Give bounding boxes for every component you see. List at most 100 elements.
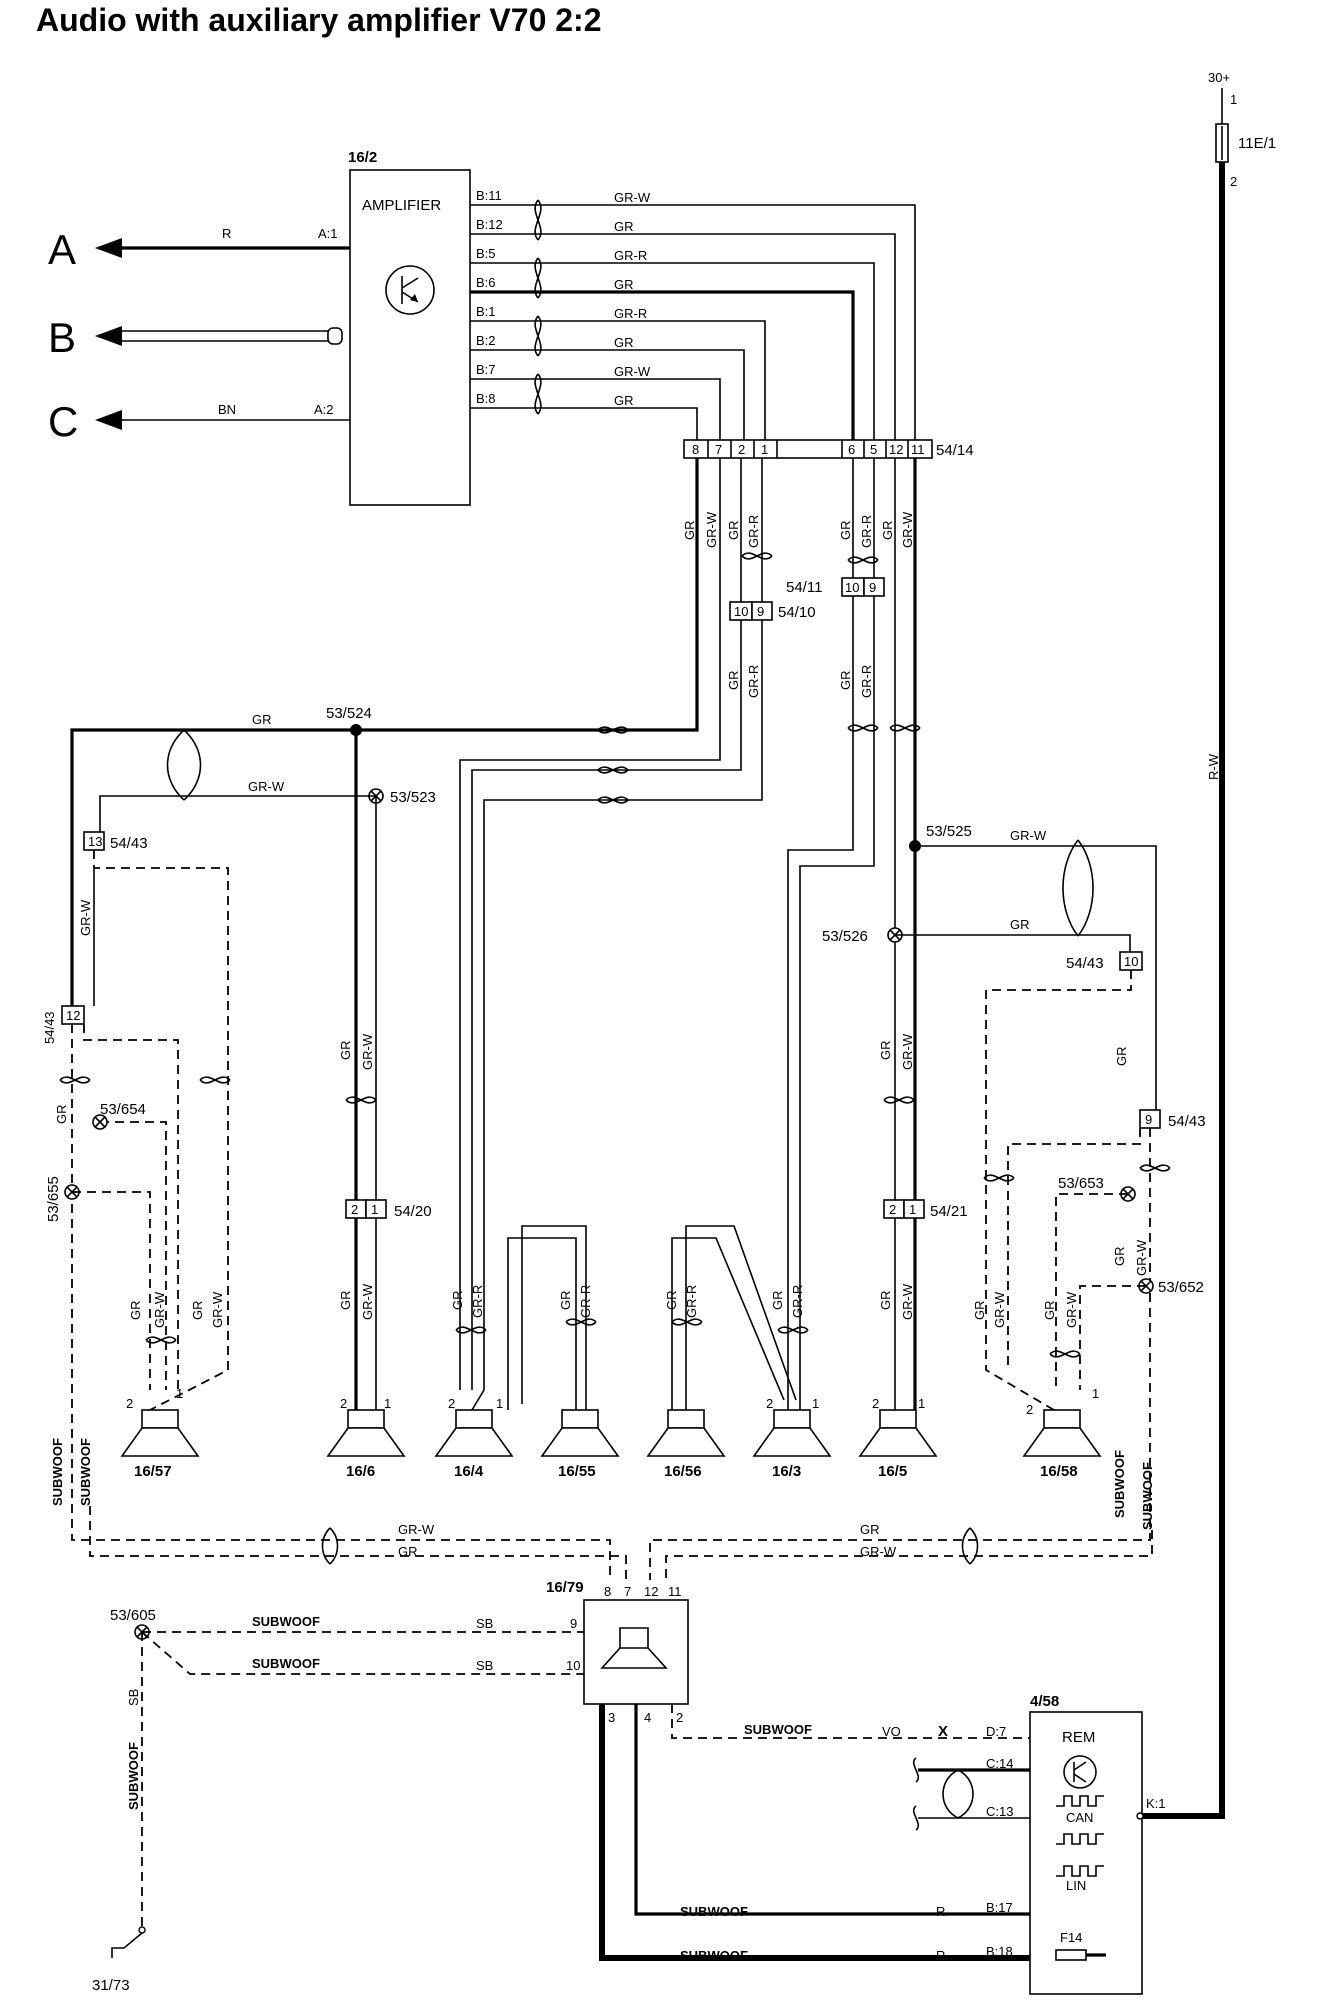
svg-text:16/3: 16/3	[772, 1463, 801, 1480]
svg-text:GR: GR	[1112, 1247, 1127, 1267]
svg-text:11: 11	[668, 1584, 682, 1599]
svg-text:54/11: 54/11	[786, 579, 822, 596]
svg-text:GR-W: GR-W	[1134, 1239, 1149, 1276]
svg-text:16/79: 16/79	[546, 1579, 584, 1596]
splice-53-524: 53/524 GR	[252, 705, 372, 1218]
svg-text:GR: GR	[614, 393, 634, 408]
svg-text:GR-W: GR-W	[614, 364, 651, 379]
svg-text:30+: 30+	[1208, 70, 1230, 85]
svg-text:9: 9	[570, 1616, 577, 1631]
svg-text:GR: GR	[252, 712, 272, 727]
speaker-16-57: 16/57 2 1	[120, 1386, 200, 1480]
svg-text:8: 8	[604, 1584, 611, 1599]
svg-text:GR: GR	[1010, 917, 1030, 932]
svg-text:D:7: D:7	[986, 1724, 1006, 1739]
speaker-16-56: 16/56	[646, 1398, 726, 1480]
svg-text:2: 2	[340, 1396, 347, 1411]
svg-text:GR: GR	[1114, 1047, 1129, 1067]
svg-text:53/655: 53/655	[45, 1176, 62, 1222]
svg-text:10: 10	[734, 604, 748, 619]
svg-text:GR: GR	[614, 219, 634, 234]
svg-text:SUBWOOF: SUBWOOF	[1140, 1462, 1155, 1530]
svg-text:A:2: A:2	[314, 402, 334, 417]
svg-text:SUBWOOF: SUBWOOF	[252, 1656, 320, 1671]
connector-a: A	[48, 226, 350, 273]
connector-54-14: 8 7 2 1 6 5 12 11 54/14	[683, 439, 974, 459]
svg-text:GR-R: GR-R	[614, 248, 647, 263]
svg-text:GR: GR	[726, 671, 741, 691]
svg-text:GR-R: GR-R	[470, 1285, 485, 1318]
svg-text:REM: REM	[1062, 1729, 1095, 1746]
connector-54-43-left: 13 54/43 GR-W 12 54/43 53/654 GR 53/655 …	[42, 831, 611, 1580]
svg-text:SUBWOOF: SUBWOOF	[126, 1742, 141, 1810]
svg-text:GR-W: GR-W	[992, 1291, 1007, 1328]
svg-text:GR: GR	[838, 671, 853, 691]
svg-text:GR-W: GR-W	[860, 1544, 897, 1559]
svg-text:GR-R: GR-R	[746, 515, 761, 548]
svg-text:GR: GR	[190, 1301, 205, 1321]
svg-text:GR: GR	[664, 1291, 679, 1311]
svg-text:SUBWOOF: SUBWOOF	[252, 1614, 320, 1629]
svg-text:GR: GR	[614, 335, 634, 350]
svg-text:B:12: B:12	[476, 217, 503, 232]
svg-text:CAN: CAN	[1066, 1810, 1093, 1825]
right-trunk-wires: 10 9 54/11 GR GR-R GR GR-W GR GR-R	[786, 458, 921, 1410]
svg-text:X: X	[938, 1723, 948, 1740]
svg-text:SUBWOOF: SUBWOOF	[1112, 1450, 1127, 1518]
svg-text:GR-W: GR-W	[900, 1033, 915, 1070]
svg-text:13: 13	[88, 834, 102, 849]
svg-text:1: 1	[761, 442, 768, 457]
middle-speaker-feeds: GR GR-R GR GR-R GR GR-R GR GR-R	[450, 1225, 809, 1411]
svg-text:GR-W: GR-W	[210, 1291, 225, 1328]
svg-text:54/43: 54/43	[110, 835, 148, 852]
svg-text:GR-R: GR-R	[859, 515, 874, 548]
svg-text:7: 7	[624, 1584, 631, 1599]
svg-text:53/526: 53/526	[822, 928, 868, 945]
svg-text:7: 7	[715, 442, 722, 457]
fuse-11e1: 30+ 1 2 11E/1 R-W	[1140, 70, 1276, 1819]
svg-text:SUBWOOF: SUBWOOF	[680, 1948, 748, 1963]
svg-text:16/58: 16/58	[1040, 1463, 1078, 1480]
amplifier-output-wires	[470, 199, 916, 440]
subwoof-labels: SUBWOOF SUBWOOF SUBWOOF SUBWOOF	[50, 1438, 1155, 1530]
speaker-16-58: 16/58 2 1	[1022, 1386, 1102, 1480]
svg-text:31/73: 31/73	[92, 1977, 130, 1994]
svg-text:B:11: B:11	[476, 188, 502, 203]
svg-text:1: 1	[909, 1202, 916, 1217]
svg-text:B:7: B:7	[476, 362, 496, 377]
svg-text:B:5: B:5	[476, 246, 496, 261]
svg-text:54/43: 54/43	[1066, 955, 1104, 972]
svg-text:B:8: B:8	[476, 391, 496, 406]
connector-b: B	[48, 314, 343, 361]
svg-text:2: 2	[351, 1202, 358, 1217]
svg-text:GR-R: GR-R	[790, 1285, 805, 1318]
svg-text:5: 5	[870, 442, 877, 457]
svg-text:9: 9	[757, 604, 764, 619]
svg-text:GR-W: GR-W	[900, 1283, 915, 1320]
svg-text:GR-R: GR-R	[684, 1285, 699, 1318]
svg-text:GR: GR	[1042, 1301, 1057, 1321]
svg-text:GR-W: GR-W	[398, 1522, 435, 1537]
svg-text:2: 2	[872, 1396, 879, 1411]
speaker-16-5: 16/5 2 1	[858, 1396, 938, 1480]
svg-text:2: 2	[766, 1396, 773, 1411]
svg-text:2: 2	[126, 1396, 133, 1411]
svg-text:GR: GR	[338, 1291, 353, 1311]
connector-54-43-right: 10 54/43 GR 9 54/43 53/653 53/652 GR GR-…	[649, 948, 1206, 1580]
svg-text:GR-R: GR-R	[859, 665, 874, 698]
svg-text:54/21: 54/21	[930, 1203, 968, 1220]
svg-text:GR: GR	[860, 1522, 880, 1537]
rem-4-58: 4/58 REM D:7 C:14 C:13 K:1 B:17 B:18 CAN…	[912, 1693, 1166, 1995]
svg-text:SUBWOOF: SUBWOOF	[50, 1438, 65, 1506]
svg-text:12: 12	[889, 442, 903, 457]
svg-text:54/20: 54/20	[394, 1203, 432, 1220]
svg-text:C:14: C:14	[986, 1756, 1013, 1771]
svg-text:12: 12	[644, 1584, 658, 1599]
svg-text:GR-R: GR-R	[614, 306, 647, 321]
svg-text:4/58: 4/58	[1030, 1693, 1059, 1710]
svg-text:4: 4	[644, 1710, 651, 1725]
svg-text:B:17: B:17	[986, 1900, 1013, 1915]
svg-text:R: R	[936, 1904, 945, 1919]
svg-text:2: 2	[676, 1710, 683, 1725]
svg-text:53/525: 53/525	[926, 823, 972, 840]
